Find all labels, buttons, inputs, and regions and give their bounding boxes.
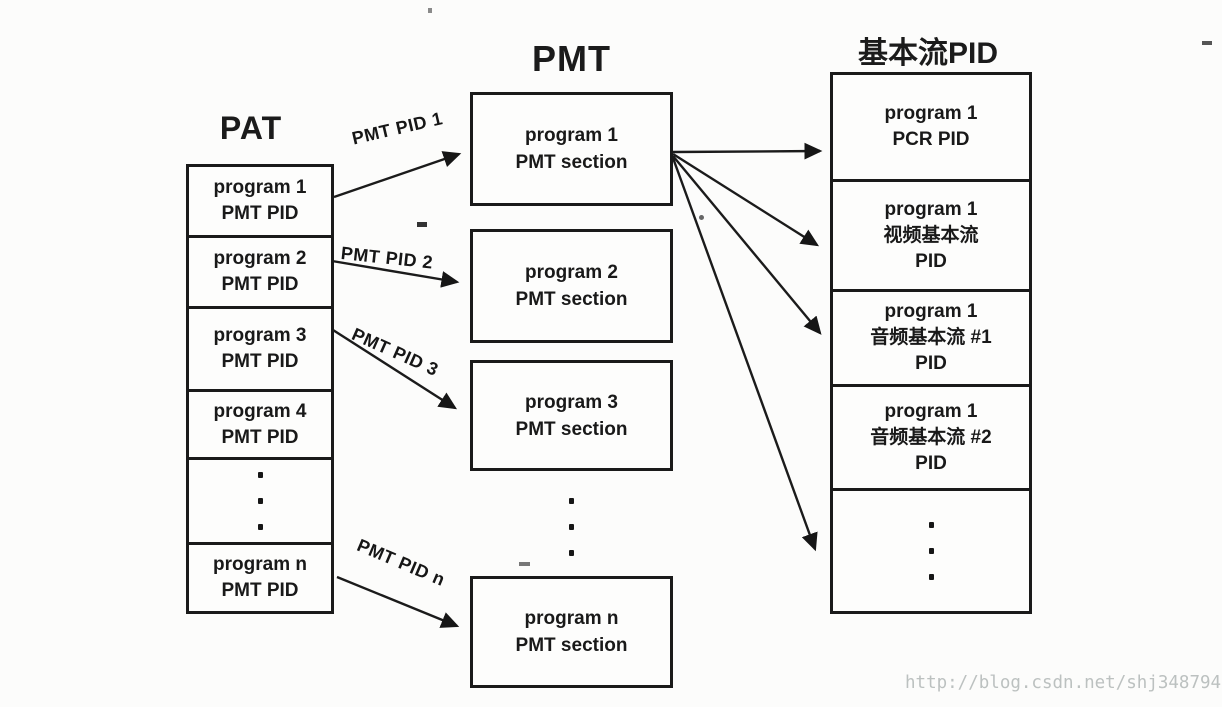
pat-row-line1: program 4: [213, 400, 307, 422]
pat-row-line1: program 3: [213, 325, 307, 346]
arrow-pat3-to-pmt3: [332, 328, 458, 410]
arrow-pmt1-to-audio1-pid: [672, 155, 822, 335]
pat-row-line2: PMT PID: [221, 580, 299, 601]
elementary-pid-column-title: 基本流PID: [857, 37, 998, 70]
pmt-box-line2: PMT section: [515, 289, 628, 310]
pmt-box-line1: program 1: [525, 125, 618, 146]
ellipsis-dots: [928, 522, 934, 580]
es-row-line2: 音频基本流 #1: [870, 327, 992, 348]
arrow-pmt1-to-video-pid: [672, 152, 820, 247]
pmt-box-program-1: program 1 PMT section: [470, 92, 673, 206]
pat-table: program 1 PMT PID program 2 PMT PID prog…: [186, 164, 334, 614]
ellipsis-dots: [257, 472, 263, 530]
pat-row-line1: program n: [213, 554, 307, 575]
es-row-audio2-pid: program 1 音频基本流 #2 PID: [833, 384, 1029, 488]
pmt-box-line2: PMT section: [515, 152, 628, 173]
pat-row-program-3: program 3 PMT PID: [189, 306, 331, 389]
pat-row-program-1: program 1 PMT PID: [189, 167, 331, 235]
es-row-pcr-pid: program 1 PCR PID: [833, 75, 1029, 179]
pmt-box-line2: PMT section: [515, 418, 628, 440]
pmt-box-program-2: program 2 PMT section: [470, 229, 673, 343]
es-row-line3: PID: [915, 250, 947, 272]
pat-row-ellipsis: [189, 457, 331, 542]
pat-row-line2: PMT PID: [221, 203, 299, 224]
es-row-line3: PID: [915, 353, 947, 374]
es-row-line2: PCR PID: [892, 129, 970, 150]
es-row-video-pid: program 1 视频基本流 PID: [833, 179, 1029, 289]
pmt-ellipsis-dots: [569, 498, 574, 556]
pmt-box-line1: program 3: [525, 391, 618, 413]
elementary-pid-table: program 1 PCR PID program 1 视频基本流 PID pr…: [830, 72, 1032, 614]
pmt-column-title: PMT: [532, 38, 611, 79]
scan-speck: [699, 215, 704, 220]
es-row-line1: program 1: [884, 198, 978, 220]
es-row-audio1-pid: program 1 音频基本流 #1 PID: [833, 289, 1029, 384]
pmt-box-line1: program n: [524, 608, 619, 629]
pat-row-line1: program 1: [213, 177, 307, 198]
pmt-box-program-n: program n PMT section: [470, 576, 673, 688]
scan-speck: [417, 222, 427, 227]
scan-speck: [1202, 41, 1212, 45]
pat-row-line2: PMT PID: [221, 426, 299, 448]
es-row-line1: program 1: [884, 103, 978, 124]
es-row-line2: 音频基本流 #2: [870, 426, 992, 448]
es-row-line2: 视频基本流: [883, 224, 979, 246]
pat-row-program-4: program 4 PMT PID: [189, 389, 331, 457]
es-row-ellipsis: [833, 488, 1029, 611]
arrow-pmt1-to-more-pids: [671, 157, 818, 552]
arrow-patn-to-pmtn: [336, 575, 460, 628]
arrow-pmt1-to-pcr-pid: [672, 142, 823, 160]
pat-row-line2: PMT PID: [221, 274, 299, 295]
es-row-line1: program 1: [884, 400, 978, 422]
pat-row-program-2: program 2 PMT PID: [189, 235, 331, 306]
pat-row-line1: program 2: [213, 248, 307, 269]
pmt-box-line2: PMT section: [515, 635, 628, 656]
pmt-box-line1: program 2: [525, 262, 618, 283]
es-row-line3: PID: [915, 452, 947, 474]
scan-speck: [428, 8, 432, 13]
scan-speck: [519, 562, 530, 566]
csdn-watermark: http://blog.csdn.net/shj348794: [905, 673, 1222, 693]
arrow-pat2-to-pmt2: [331, 259, 460, 288]
arrow-pat1-to-pmt1: [333, 151, 462, 199]
pmt-box-program-3: program 3 PMT section: [470, 360, 673, 471]
es-row-line1: program 1: [884, 301, 978, 322]
pat-column-title: PAT: [219, 110, 283, 146]
pat-row-line2: PMT PID: [221, 351, 299, 372]
pat-row-program-n: program n PMT PID: [189, 542, 331, 611]
